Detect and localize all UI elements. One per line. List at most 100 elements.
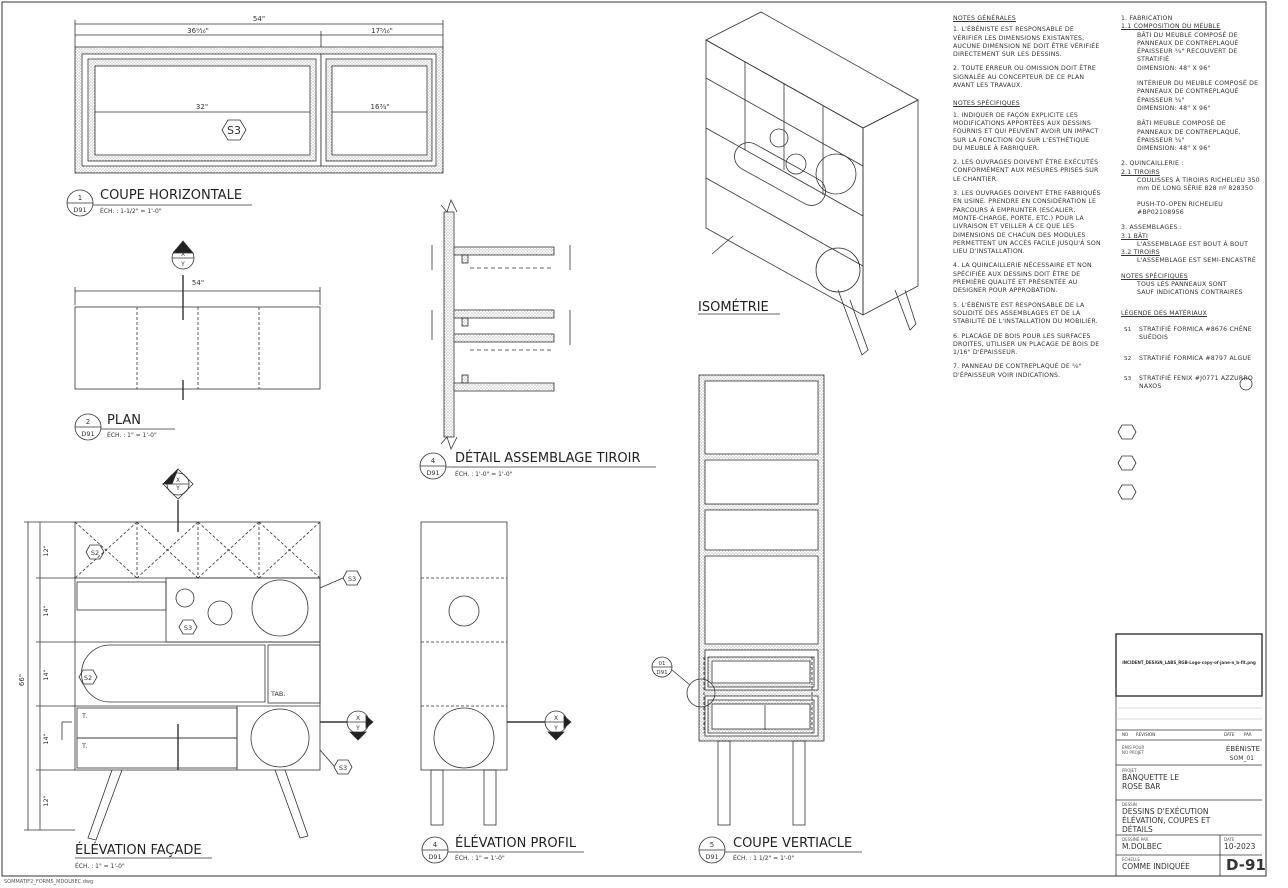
date-value: 10-2023 <box>1224 842 1256 851</box>
fab-line: DIMENSION: 48" X 96" <box>1137 104 1211 112</box>
emis-pour-label: ÉMIS POUR <box>1122 745 1145 750</box>
fab-line: 3.1 BÂTI <box>1121 232 1149 240</box>
view-scale: ÉCH. : 1" = 1'-0" <box>75 862 125 870</box>
tag-s2: S2 <box>91 549 99 557</box>
projet-block: PROJET BANQUETTE LE ROSE BAR <box>1122 768 1202 791</box>
plan-dim-54: 54" <box>192 279 204 287</box>
view-number: 4 <box>433 841 438 849</box>
note-item: 4. LA QUINCAILLERIE NÉCESSAIRE ET NON SP… <box>953 262 1092 295</box>
fab-line: NOTES SPÉCIFIQUES <box>1121 272 1188 280</box>
view-number: 1 <box>78 194 82 202</box>
fab-line: 2. QUINCAILLERIE : <box>1121 160 1184 168</box>
view-scale: ÉCH. : 1 1/2" = 1'-0" <box>733 854 795 862</box>
revision-headers: NO RÉVISION DATE PAR <box>1122 732 1262 737</box>
fab-line: L'ASSEMBLAGE EST BOUT À BOUT <box>1137 240 1249 248</box>
fab-line: COULISSES À TIROIRS RICHELIEU 350 mm DE … <box>1137 177 1260 193</box>
title-block-logo: INCIDENT_DESIGN_LABS_RGB-Logo-copy-of-ja… <box>1118 660 1260 665</box>
view-title-isometrie: ISOMÉTRIE <box>698 299 769 315</box>
view-sheet: D91 <box>81 430 94 438</box>
elevation-profil-view <box>420 521 572 826</box>
hex-tags-facade <box>78 544 362 775</box>
tag-s3: S3 <box>348 575 356 583</box>
marker-y: Y <box>175 485 180 492</box>
legend-text: STRATIFIÉ FORMICA #8676 CHÊNE SUÉDOIS <box>1139 325 1252 342</box>
notes-specifiques-heading: NOTES SPÉCIFIQUES <box>953 100 1020 108</box>
emis-pour-block: ÉMIS POUR NO PROJET ÉBÉNISTE SOM_01 <box>1122 745 1260 762</box>
label-tab: TAB. <box>270 690 285 698</box>
marker-x: X <box>176 477 180 484</box>
view-bubble-1 <box>66 189 252 217</box>
dim-17: 17⁵⁄₁₆" <box>371 27 393 35</box>
fab-line: 2.1 TIROIRS <box>1121 168 1160 176</box>
view-bubble-4-profil <box>421 836 584 864</box>
material-tag-s3: S3 <box>227 124 241 137</box>
legend-item: S2 STRATIFIÉ FORMICA #8797 ALGUE <box>1121 355 1261 363</box>
label-t: T. <box>81 742 87 750</box>
projet-label: PROJET <box>1122 768 1137 773</box>
date-block: DATE 10-2023 <box>1224 837 1264 851</box>
coupe-verticale-view <box>651 374 825 826</box>
fab-line: 1. FABRICATION <box>1121 15 1173 22</box>
legend-hex-icons <box>1117 377 1253 500</box>
fab-line: BÂTI MEUBLE COMPOSÉ DE PANNEAUX DE CONTR… <box>1137 120 1241 144</box>
dessin-label: DESSIN <box>1122 802 1137 807</box>
legend-tag: S2 <box>1124 355 1132 362</box>
note-item: 2. TOUTE ERREUR OU OMISSION DOIT ÊTRE SI… <box>953 65 1096 90</box>
legend-text: STRATIFIÉ FENIX #J0771 AZZURRO NAXOS <box>1139 374 1253 391</box>
dim-36: 36⁹⁄₁₆" <box>187 27 209 35</box>
view-number: 5 <box>710 841 714 849</box>
fab-line: 3. ASSEMBLAGES : <box>1121 224 1183 232</box>
dim-row: 14" <box>42 605 50 616</box>
rev-no: NO <box>1122 732 1129 737</box>
notes-generales: NOTES GÉNÉRALES 1. L'ÉBÉNISTE EST RESPON… <box>953 15 1101 386</box>
dim-row: 14" <box>42 733 50 744</box>
fabrication-notes: 1. FABRICATION 1.1 COMPOSITION DU MEUBLE… <box>1121 15 1261 391</box>
dim-row: 12" <box>42 545 50 556</box>
view-title-profil: ÉLÉVATION PROFIL <box>455 835 577 851</box>
rev-par: PAR <box>1244 732 1252 737</box>
fab-line: DIMENSION: 48" X 96" <box>1137 64 1211 72</box>
date-label: DATE <box>1224 837 1235 842</box>
marker-x: X <box>181 251 185 258</box>
dessin-block: DESSIN DESSINS D'EXÉCUTION ÉLÉVATION, CO… <box>1122 802 1260 834</box>
label-t: T. <box>81 712 87 720</box>
fab-line: 3.2 TIROIRS <box>1121 249 1160 257</box>
dim-row: 12" <box>42 795 50 806</box>
logo-text: INCIDENT_DESIGN_LABS_RGB-Logo-copy-of-ja… <box>1122 660 1256 665</box>
view-scale: ÉCH. : 1'-0" = 1'-0" <box>455 470 513 478</box>
sheet-number: D-91 <box>1226 856 1266 874</box>
dim-66: 66" <box>18 674 26 686</box>
fab-line: INTÉRIEUR DU MEUBLE COMPOSÉ DE PANNEAUX … <box>1137 80 1259 104</box>
coupe-horizontale-view <box>74 20 444 174</box>
tag-s3: S3 <box>339 764 347 772</box>
echelle-value: COMME INDIQUÉE <box>1122 862 1190 871</box>
note-item: 2. LES OUVRAGES DOIVENT ÊTRE EXÉCUTÉS CO… <box>953 159 1099 183</box>
note-item: 7. PANNEAU DE CONTREPLAQUÉ DE ⁵⁄₈" D'ÉPA… <box>953 363 1082 379</box>
marker-x: X <box>356 715 360 722</box>
marker-y: Y <box>180 261 185 268</box>
view-title-plan: PLAN <box>107 413 141 428</box>
fab-line: 1.1 COMPOSITION DU MEUBLE <box>1121 23 1221 31</box>
note-item: 1. INDIQUER DE FAÇON EXPLICITE LES MODIF… <box>953 111 1099 152</box>
marker-x: X <box>554 715 558 722</box>
projet-value: BANQUETTE LE ROSE BAR <box>1122 773 1180 791</box>
title-block-frame <box>1115 633 1263 876</box>
detail-view <box>431 198 571 451</box>
no-projet-value: SOM_01 <box>1229 755 1254 762</box>
legend-item: S1 STRATIFIÉ FORMICA #8676 CHÊNE SUÉDOIS <box>1121 326 1261 343</box>
view-scale: ÉCH. : 1" = 1'-0" <box>107 431 157 439</box>
view-scale: ÉCH. : 1-1/2" = 1'-0" <box>100 207 162 215</box>
echelle-block: ÉCHELLE COMME INDIQUÉE <box>1122 857 1217 871</box>
view-scale: ÉCH. : 1" = 1'-0" <box>455 854 505 862</box>
marker-y: Y <box>355 725 360 732</box>
notes-generales-heading: NOTES GÉNÉRALES <box>953 15 1016 22</box>
footer-filename: SOMMATIF2_FORM5_MDOLBEC.dwg <box>4 879 94 885</box>
dessin-value: DESSINS D'EXÉCUTION ÉLÉVATION, COUPES ET… <box>1122 807 1211 834</box>
emis-pour-value: ÉBÉNISTE <box>1225 745 1260 753</box>
marker-y: Y <box>553 725 558 732</box>
view-sheet: D91 <box>428 853 441 861</box>
view-title-facade: ÉLÉVATION FAÇADE <box>75 842 202 858</box>
view-sheet: D91 <box>426 469 439 477</box>
echelle-label: ÉCHELLE <box>1122 857 1140 862</box>
dessine-par-value: M.DOLBEC <box>1122 842 1162 851</box>
